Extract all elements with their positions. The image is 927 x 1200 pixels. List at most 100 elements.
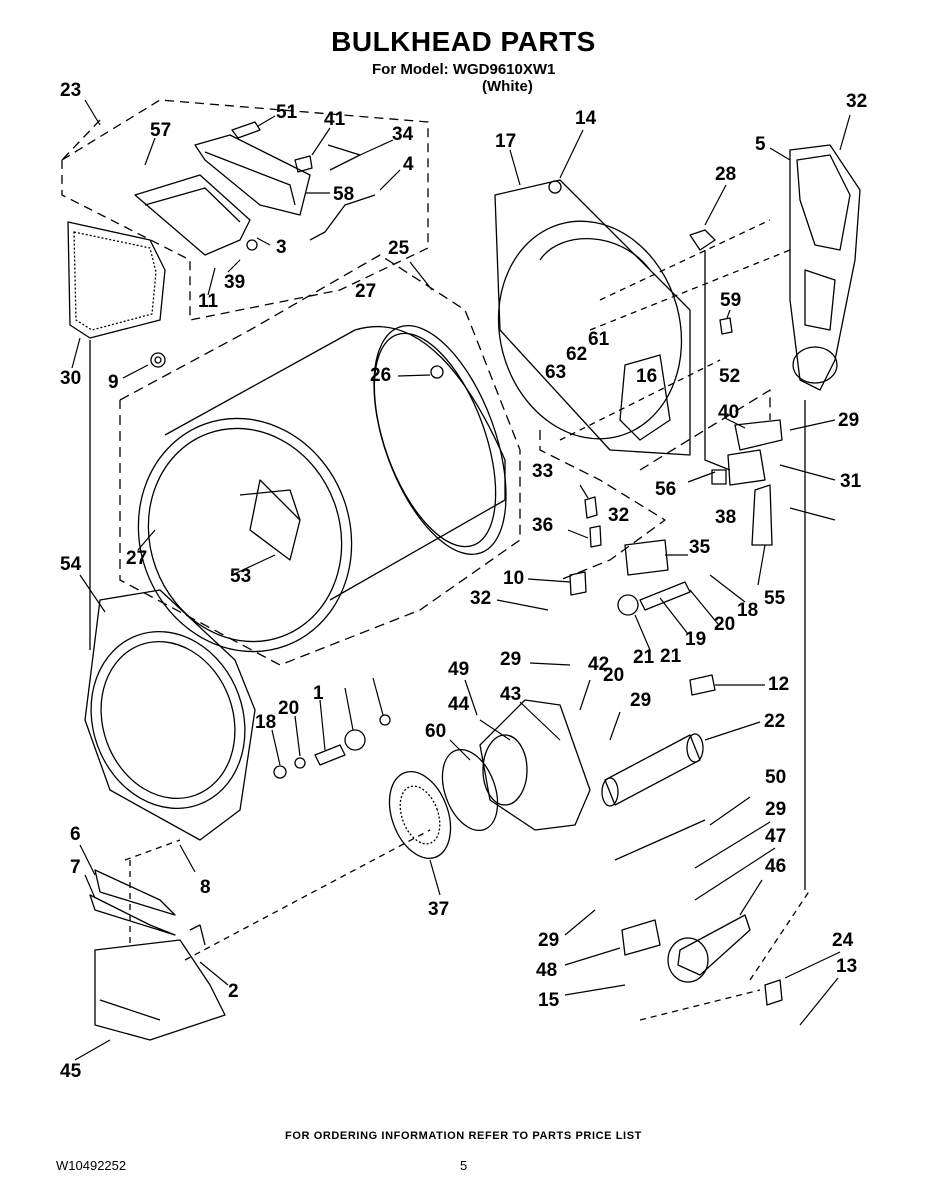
drum: [137, 325, 507, 653]
callout-label: 55: [764, 588, 786, 609]
callout-label: 6: [70, 824, 81, 845]
thermostat-parts: [569, 496, 691, 616]
rear-bulkhead-outline: [539, 389, 771, 581]
roller-parts: [273, 714, 391, 779]
callout-label: 53: [230, 566, 251, 587]
callout-label: 37: [428, 899, 449, 920]
filter-housing: [134, 134, 311, 256]
callout-label: 29: [500, 649, 521, 670]
gas-valve-assembly: [689, 229, 783, 546]
lint-screen: [67, 221, 166, 650]
document-number: W10492252: [56, 1158, 127, 1173]
callout-labels: 23 51 41 34 57 4 58 3 39 11 30 9 25 27 2…: [60, 80, 867, 1082]
drum-outline: [119, 254, 521, 666]
callout-label: 60: [425, 721, 446, 742]
callout-label: 38: [715, 507, 736, 528]
callout-label: 57: [150, 120, 171, 141]
callout-label: 34: [392, 124, 414, 145]
rear-bulkhead: [494, 179, 691, 456]
front-bulkhead: [84, 589, 256, 841]
callout-label: 9: [108, 372, 119, 393]
callout-label: 29: [538, 930, 559, 951]
callout-label: 18: [255, 712, 276, 733]
igniter-parts: [614, 674, 783, 1006]
page-title: BULKHEAD PARTS: [331, 26, 596, 57]
callout-label: 12: [768, 674, 789, 695]
callout-label: 56: [655, 479, 676, 500]
callout-label: 39: [224, 272, 245, 293]
callout-label: 59: [720, 290, 741, 311]
callout-label: 31: [840, 471, 862, 492]
blower: [388, 699, 591, 860]
callout-label: 24: [832, 930, 854, 951]
callout-label: 33: [532, 461, 553, 482]
callout-label: 35: [689, 537, 711, 558]
callout-label: 22: [764, 711, 785, 732]
callout-label: 36: [532, 515, 553, 536]
callout-label: 18: [737, 600, 758, 621]
callout-label: 4: [403, 154, 414, 175]
filter-group-outline: [61, 99, 429, 321]
ordering-note: FOR ORDERING INFORMATION REFER TO PARTS …: [285, 1130, 642, 1142]
assembly-lines: [124, 219, 811, 1021]
callout-label: 7: [70, 857, 81, 878]
callout-label: 10: [503, 568, 524, 589]
callout-label: 62: [566, 344, 587, 365]
callout-leaders: [71, 99, 851, 1061]
callout-label: 32: [846, 91, 867, 112]
callout-label: 41: [324, 109, 346, 130]
exhaust-duct: [789, 144, 861, 890]
burner-tube: [601, 733, 704, 807]
callout-label: 11: [198, 291, 219, 312]
callout-label: 50: [765, 767, 786, 788]
callout-label: 45: [60, 1061, 82, 1082]
callout-label: 52: [719, 366, 740, 387]
callout-label: 54: [60, 554, 82, 575]
callout-label: 29: [838, 410, 859, 431]
model-line: For Model: WGD9610XW1: [372, 61, 556, 78]
callout-label: 48: [536, 960, 557, 981]
callout-label: 27: [355, 281, 376, 302]
callout-label: 14: [575, 108, 597, 129]
callout-label: 29: [630, 690, 651, 711]
callout-label: 47: [765, 826, 786, 847]
callout-label: 32: [608, 505, 629, 526]
callout-label: 13: [836, 956, 857, 977]
callout-label: 30: [60, 368, 81, 389]
callout-label: 8: [200, 877, 211, 898]
callout-label: 42: [588, 654, 609, 675]
callout-label: 23: [60, 80, 81, 101]
callout-label: 44: [448, 694, 470, 715]
callout-label: 63: [545, 362, 566, 383]
callout-label: 20: [714, 614, 735, 635]
small-hardware: [150, 121, 376, 368]
callout-label: 20: [278, 698, 299, 719]
callout-label: 58: [333, 184, 354, 205]
callout-label: 19: [685, 629, 706, 650]
callout-label: 2: [228, 981, 239, 1002]
callout-label: 26: [370, 365, 391, 386]
callout-label: 29: [765, 799, 786, 820]
callout-label: 1: [313, 683, 324, 704]
callout-label: 17: [495, 131, 516, 152]
callout-label: 16: [636, 366, 657, 387]
callout-label: 25: [388, 238, 410, 259]
callout-label: 49: [448, 659, 469, 680]
callout-label: 3: [276, 237, 287, 258]
callout-label: 5: [755, 134, 766, 155]
page-number: 5: [460, 1158, 468, 1173]
callout-label: 27: [126, 548, 147, 569]
callout-label: 61: [588, 329, 610, 350]
callout-label: 51: [276, 102, 298, 123]
callout-label: 21: [633, 647, 655, 668]
callout-label: 32: [470, 588, 491, 609]
callout-label: 40: [718, 402, 739, 423]
callout-label: 28: [715, 164, 736, 185]
color-line: (White): [482, 78, 533, 95]
callout-label: 46: [765, 856, 786, 877]
callout-label: 43: [500, 684, 521, 705]
callout-label: 15: [538, 990, 560, 1011]
callout-label: 20: [603, 665, 624, 686]
callout-label: 21: [660, 646, 682, 667]
